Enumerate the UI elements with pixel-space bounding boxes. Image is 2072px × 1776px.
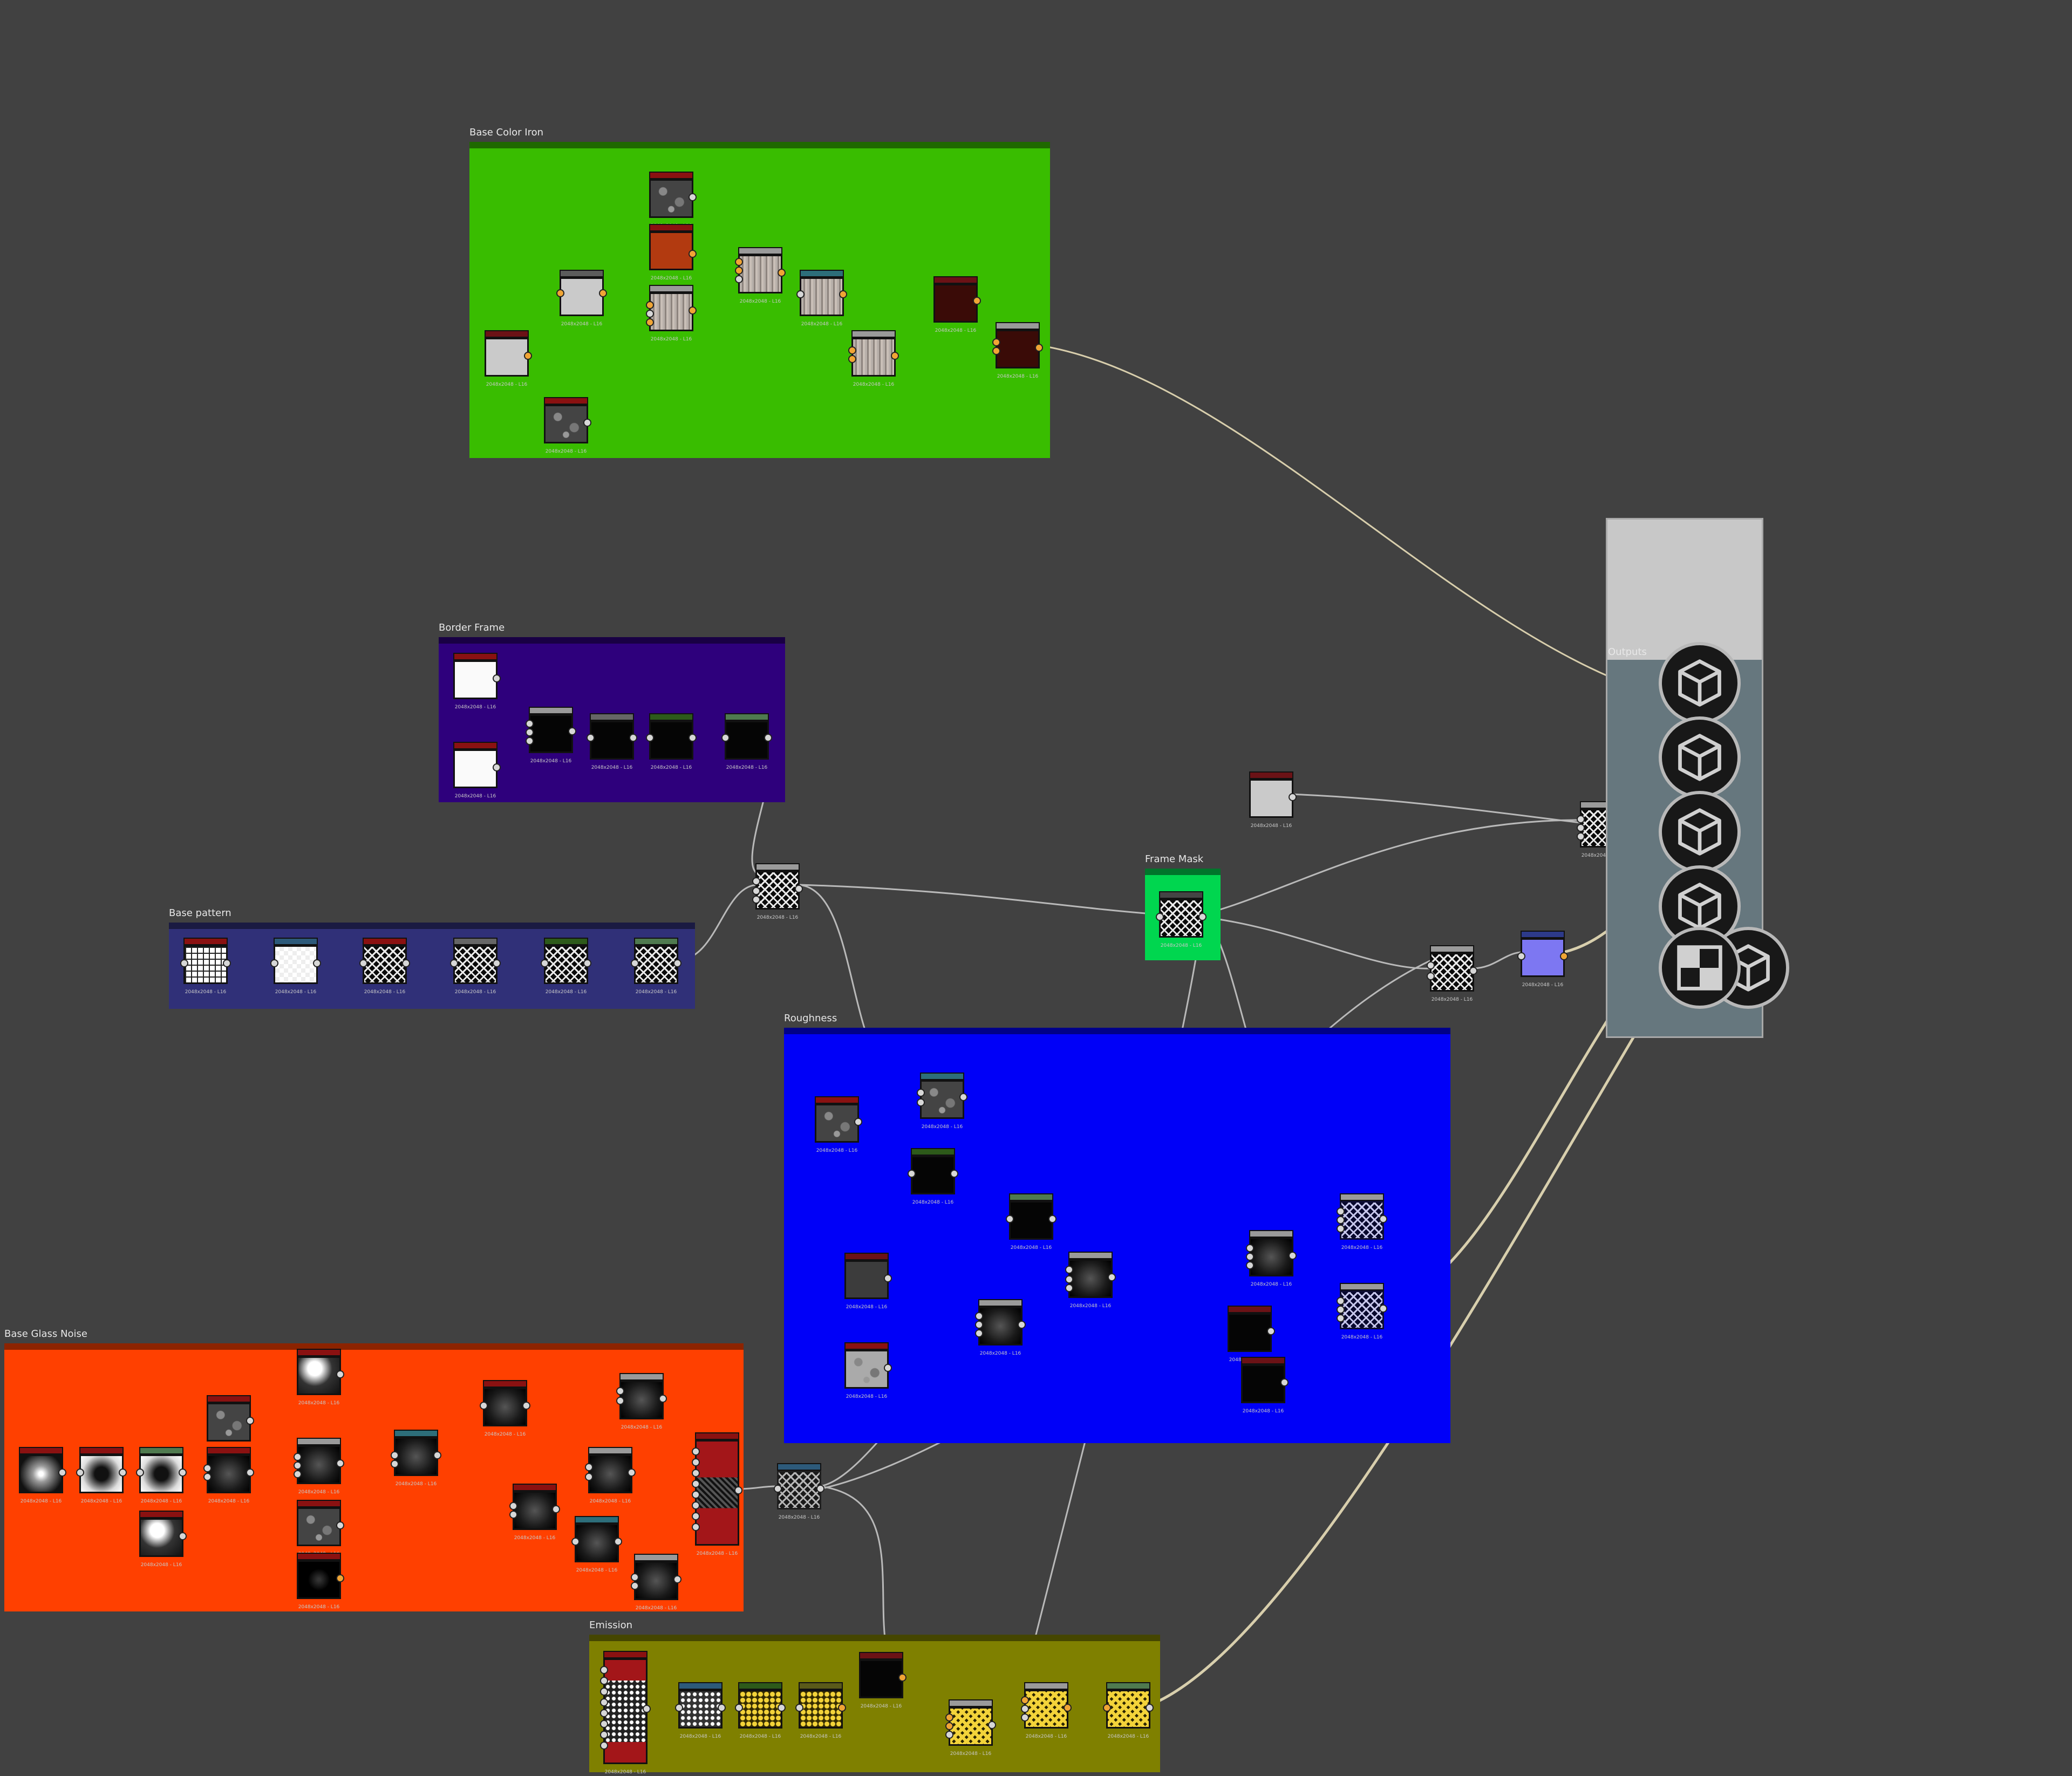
node-blend-wood-1[interactable]: 2048x2048 - L16: [646, 285, 697, 342]
node-levels-glass[interactable]: 2048x2048 - L16: [136, 1447, 187, 1504]
node-blend-roughness-5[interactable]: 2048x2048 - L16: [1337, 1283, 1387, 1340]
node-warp-glass-2[interactable]: 2048x2048 - L16: [391, 1430, 441, 1487]
node-grunge-map-1[interactable]: 2048x2048 - L16: [649, 172, 697, 229]
frame-title: Base pattern: [169, 907, 231, 919]
frame-roughness[interactable]: Roughness: [784, 1013, 1450, 1443]
node-directional-warp[interactable]: 2048x2048 - L16: [796, 270, 847, 327]
node-blend-roughness-4[interactable]: 2048x2048 - L16: [1337, 1193, 1387, 1251]
node-warp-glass-3[interactable]: 2048x2048 - L16: [480, 1380, 530, 1437]
node-bevel-glass[interactable]: 2048x2048 - L16: [76, 1447, 127, 1504]
node-transformation-2d-glass[interactable]: 2048x2048 - L16: [774, 1463, 824, 1520]
node-blend-emission-1[interactable]: 2048x2048 - L16: [945, 1699, 996, 1757]
node-blur-pattern[interactable]: 2048x2048 - L16: [450, 938, 501, 995]
cube-icon[interactable]: [1659, 791, 1741, 873]
node-normal[interactable]: 2048x2048 - L16: [1517, 931, 1568, 988]
node-bnw-spots[interactable]: 2048x2048 - L16: [815, 1096, 862, 1153]
node-tile-generator[interactable]: 2048x2048 - L16: [180, 938, 231, 995]
node-blend-glass-3[interactable]: 2048x2048 - L16: [585, 1447, 636, 1504]
cube-icon[interactable]: [1659, 716, 1741, 798]
node-levels-pattern-2[interactable]: 2048x2048 - L16: [631, 938, 681, 995]
outputs-title: Outputs: [1608, 646, 1647, 658]
node-blend-wood-2[interactable]: 2048x2048 - L16: [735, 247, 786, 304]
node-blend-glass-4[interactable]: 2048x2048 - L16: [631, 1554, 681, 1611]
node-blend-roughness-3[interactable]: 2048x2048 - L16: [1246, 1230, 1297, 1287]
frame-title: Border Frame: [439, 622, 505, 633]
node-uniform-color-rust[interactable]: 2048x2048 - L16: [649, 224, 697, 281]
node-transformation-2d-emission[interactable]: 2048x2048 - L16: [675, 1682, 726, 1739]
node-blend-wood-3[interactable]: 2048x2048 - L16: [848, 330, 899, 387]
frame-base-pattern[interactable]: Base pattern: [169, 907, 695, 1009]
node-mix[interactable]: 2048x2048 - L16: [556, 270, 607, 327]
node-gradient-map[interactable]: 2048x2048 - L16: [735, 1682, 786, 1739]
node-blend-glass-1[interactable]: 2048x2048 - L16: [294, 1438, 344, 1495]
node-grunge-map-2[interactable]: 2048x2048 - L16: [544, 397, 591, 454]
node-blend-roughness-2[interactable]: 2048x2048 - L16: [975, 1299, 1026, 1356]
frame-title: Frame Mask: [1145, 853, 1204, 865]
node-levels-pattern-1[interactable]: 2048x2048 - L16: [541, 938, 591, 995]
node-hsl[interactable]: 2048x2048 - L16: [795, 1682, 846, 1739]
frame-title: Base Glass Noise: [4, 1328, 87, 1340]
node-blend-glass-2[interactable]: 2048x2048 - L16: [616, 1373, 667, 1430]
node-frame-mask[interactable]: 2048x2048 - L16: [1156, 891, 1207, 948]
node-uniform-color-roughness-1[interactable]: 2048x2048 - L16: [844, 1253, 892, 1310]
node-warp-glass-5[interactable]: 2048x2048 - L16: [571, 1516, 622, 1573]
node-tile-sampler-glass[interactable]: 2048x2048 - L16: [692, 1432, 742, 1556]
node-transformation-2d[interactable]: 2048x2048 - L16: [270, 938, 321, 995]
node-uniform-color-emission[interactable]: 2048x2048 - L16: [859, 1652, 906, 1709]
node-warp-glass-4[interactable]: 2048x2048 - L16: [509, 1484, 560, 1541]
node-perlin-noise-1[interactable]: 2048x2048 - L16: [139, 1511, 187, 1568]
node-uniform-color-light[interactable]: 2048x2048 - L16: [1249, 771, 1297, 829]
node-blur-border[interactable]: 2048x2048 - L16: [587, 713, 637, 770]
checker-icon[interactable]: [1659, 927, 1741, 1009]
node-uniform-color-roughness-3[interactable]: 2048x2048 - L16: [1241, 1357, 1289, 1414]
node-blend-border[interactable]: 2048x2048 - L16: [526, 707, 576, 764]
node-tile-sampler-emission[interactable]: 2048x2048 - L16: [600, 1651, 651, 1775]
node-blend-output-1[interactable]: 2048x2048 - L16: [1577, 801, 1627, 858]
node-blend-emission-2[interactable]: 2048x2048 - L16: [1021, 1682, 1072, 1739]
node-bnw-noise[interactable]: 2048x2048 - L16: [297, 1553, 344, 1610]
node-bevel-pattern[interactable]: 2048x2048 - L16: [359, 938, 410, 995]
node-blend-center[interactable]: 2048x2048 - L16: [752, 863, 803, 920]
node-perlin-noise-2[interactable]: 2048x2048 - L16: [297, 1349, 344, 1406]
node-uniform-color-maroon[interactable]: 2048x2048 - L16: [933, 276, 981, 333]
node-levels-border-2[interactable]: 2048x2048 - L16: [721, 713, 772, 770]
node-levels-emission[interactable]: 2048x2048 - L16: [1103, 1682, 1154, 1739]
node-uniform-color-roughness-2[interactable]: 2048x2048 - L16: [1228, 1306, 1275, 1363]
node-bnw-spots-glass[interactable]: 2048x2048 - L16: [207, 1395, 254, 1452]
node-levels-roughness-2[interactable]: 2048x2048 - L16: [1006, 1193, 1057, 1251]
node-levels-border-1[interactable]: 2048x2048 - L16: [646, 713, 697, 770]
frame-title: Base Color Iron: [469, 127, 544, 138]
cube-icon[interactable]: [1659, 642, 1741, 724]
node-warp-glass-1[interactable]: 2048x2048 - L16: [203, 1447, 254, 1504]
node-blend-output-2[interactable]: 2048x2048 - L16: [1427, 945, 1477, 1002]
node-shape-2[interactable]: 2048x2048 - L16: [453, 742, 501, 799]
node-levels-roughness-1[interactable]: 2048x2048 - L16: [908, 1148, 958, 1205]
node-clouds[interactable]: 2048x2048 - L16: [844, 1342, 892, 1399]
node-shape-1[interactable]: 2048x2048 - L16: [453, 653, 501, 710]
frame-title: Roughness: [784, 1013, 837, 1024]
frame-title: Emission: [589, 1620, 633, 1631]
node-uniform-color-grey[interactable]: 2048x2048 - L16: [485, 330, 532, 387]
node-shape-glass[interactable]: 2048x2048 - L16: [19, 1447, 66, 1504]
node-warp-roughness[interactable]: 2048x2048 - L16: [917, 1073, 967, 1130]
node-blend-maroon[interactable]: 2048x2048 - L16: [992, 322, 1043, 379]
node-fractal-sum[interactable]: 2048x2048 - L16: [297, 1500, 344, 1557]
node-blend-roughness-1[interactable]: 2048x2048 - L16: [1065, 1252, 1116, 1309]
